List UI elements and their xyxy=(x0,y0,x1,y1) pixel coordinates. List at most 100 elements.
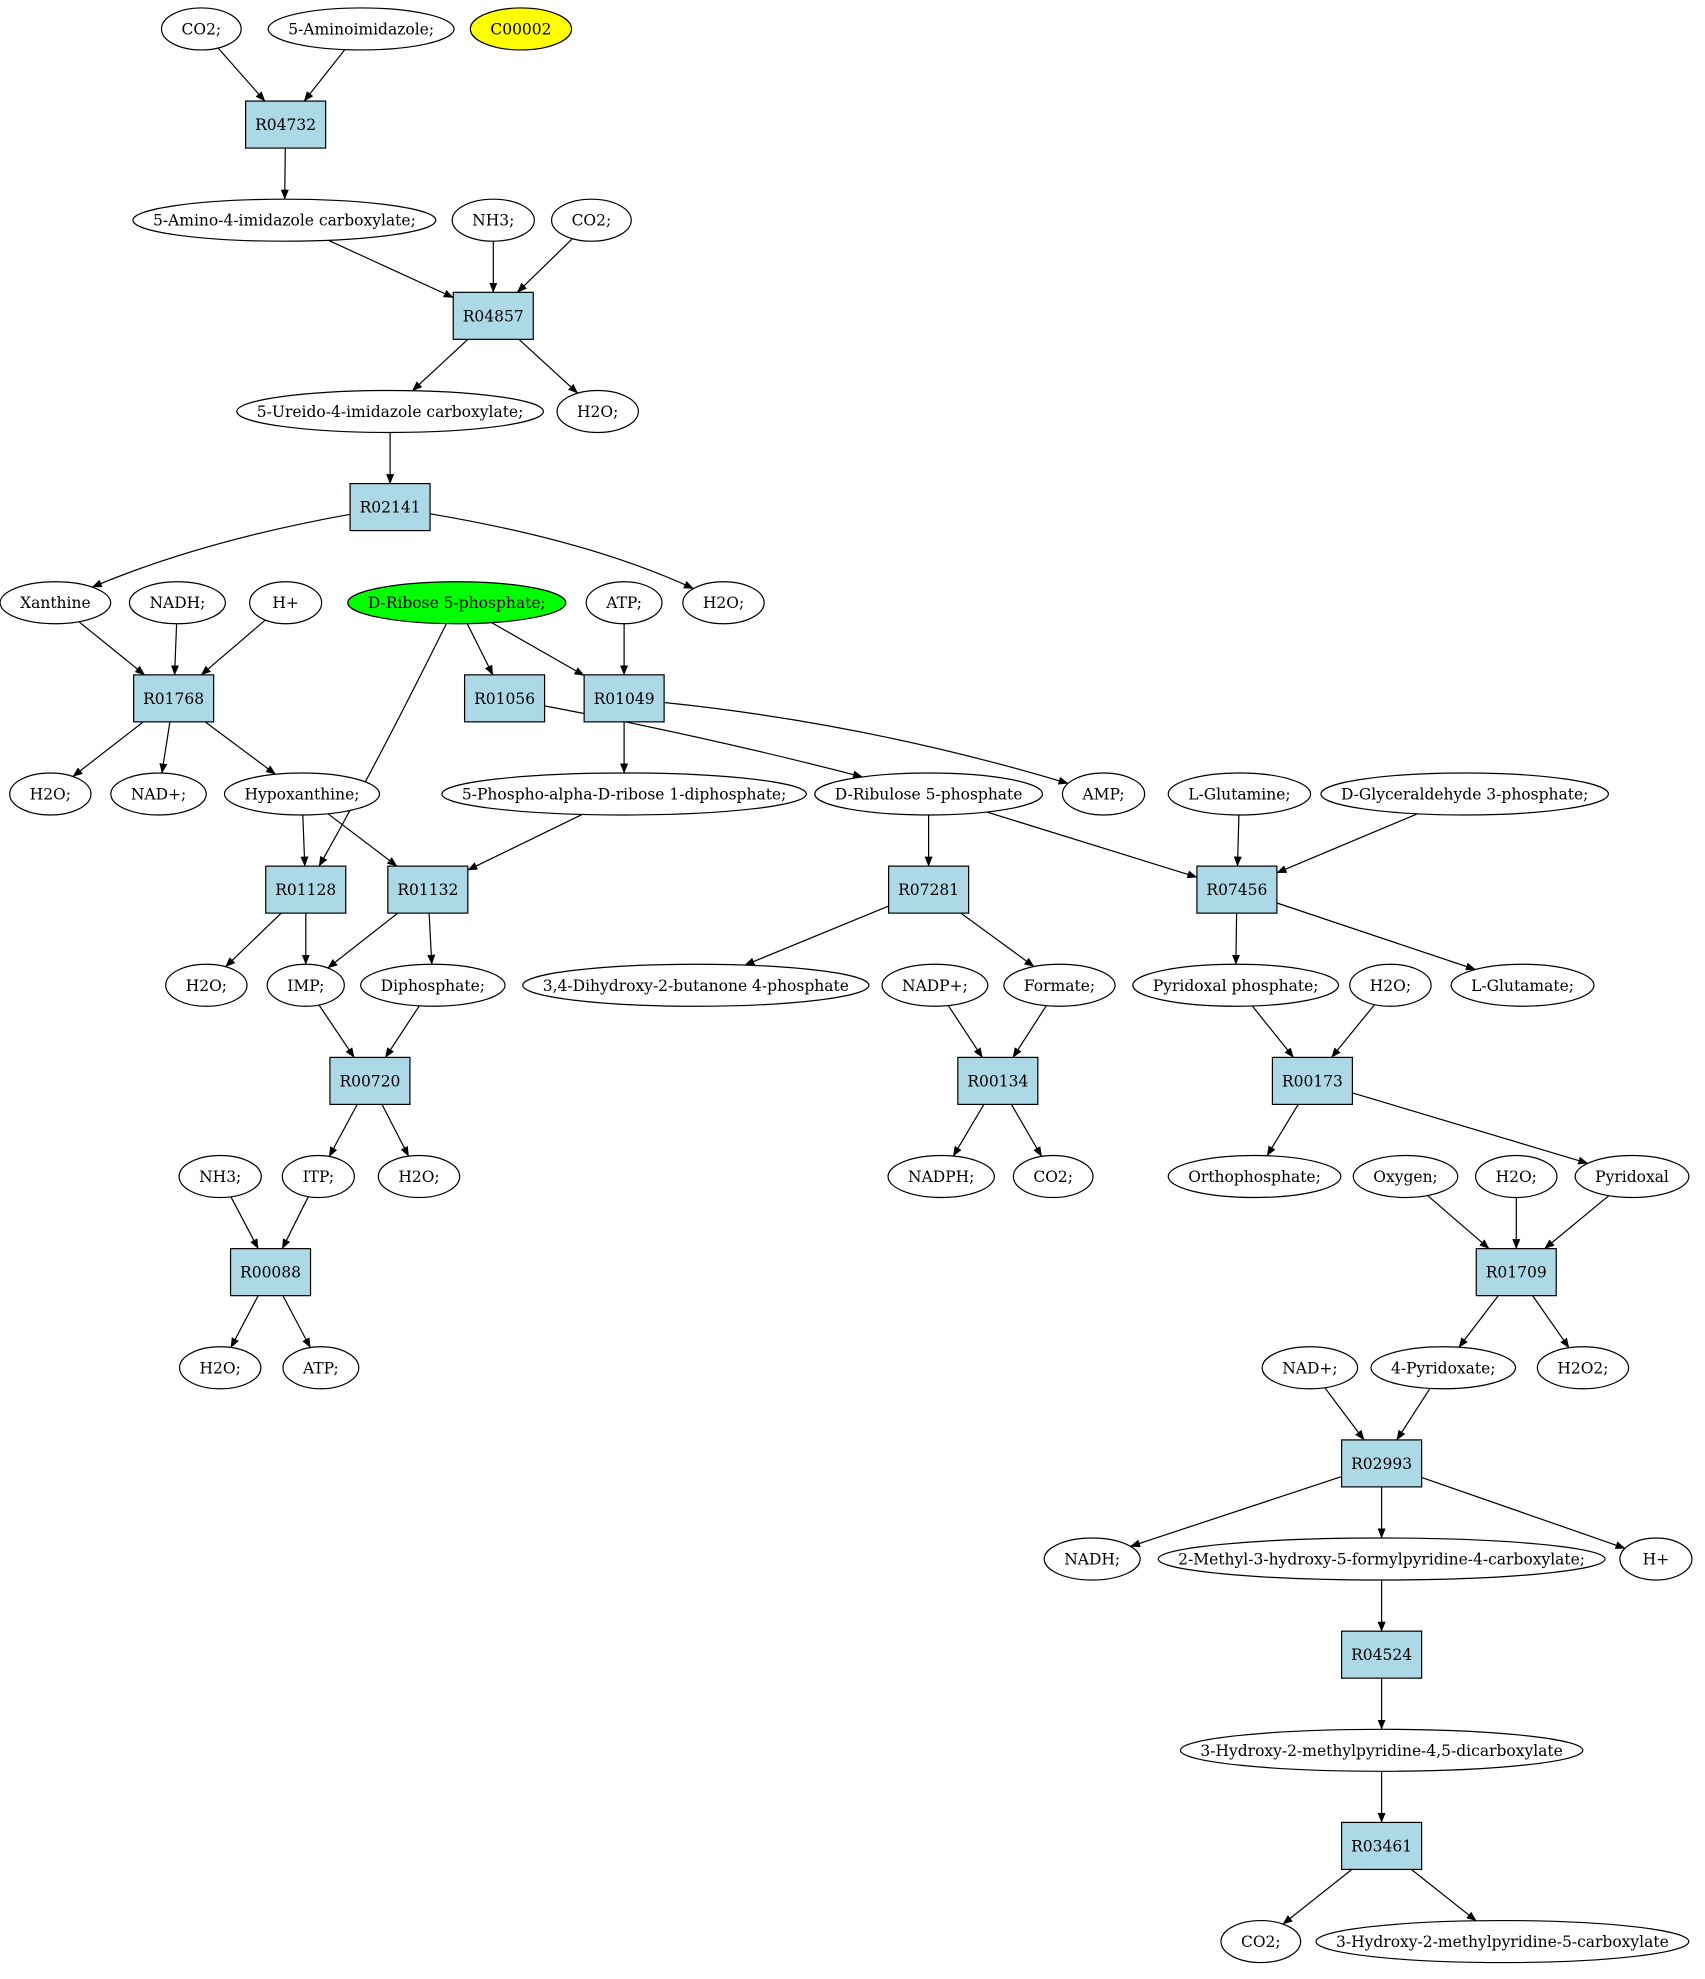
compound-ellipse xyxy=(682,581,765,625)
compound-node-nad[interactable]: NAD+; xyxy=(1261,1346,1359,1390)
node-label: CO2; xyxy=(182,20,222,38)
compound-node-nadp[interactable]: NADP+; xyxy=(881,963,989,1007)
reaction-node-r00720[interactable]: R00720 xyxy=(329,1056,411,1105)
compound-node-h2o[interactable]: H2O; xyxy=(1349,963,1432,1007)
compound-node-h2o[interactable]: H2O; xyxy=(377,1154,461,1199)
reaction-node-r04857[interactable]: R04857 xyxy=(452,291,534,340)
compound-node-atp[interactable]: ATP; xyxy=(585,581,663,625)
compound-node-3-hydroxy-2-methylpyridine-5-carboxylate[interactable]: 3-Hydroxy-2-methylpyridine-5-carboxylate xyxy=(1315,1919,1690,1964)
compound-node-orthophosphate[interactable]: Orthophosphate; xyxy=(1167,1154,1342,1199)
compound-node-nadph[interactable]: NADPH; xyxy=(887,1154,995,1199)
reaction-node-r04732[interactable]: R04732 xyxy=(245,100,327,149)
node-label: R01768 xyxy=(143,690,204,708)
reaction-node-r02993[interactable]: R02993 xyxy=(1341,1439,1423,1488)
compound-ellipse xyxy=(236,389,544,434)
reaction-node-r02141[interactable]: R02141 xyxy=(349,482,431,532)
compound-node-5-aminoimidazole[interactable]: 5-Aminoimidazole; xyxy=(267,7,455,51)
edge-r-r00088-to-c-h2o-h xyxy=(230,1295,259,1348)
reaction-box xyxy=(245,100,327,149)
compound-node-co2[interactable]: CO2; xyxy=(160,7,242,51)
compound-node-imp[interactable]: IMP; xyxy=(266,963,345,1007)
compound-node-3-hydroxy-2-methylpyridine-4-5-dicarboxylate[interactable]: 3-Hydroxy-2-methylpyridine-4,5-dicarboxy… xyxy=(1179,1728,1584,1772)
compound-node-3-4-dihydroxy-2-butanone-4-phosphate[interactable]: 3,4-Dihydroxy-2-butanone 4-phosphate xyxy=(522,963,870,1007)
node-label: Xanthine xyxy=(20,594,91,612)
node-label: H2O2; xyxy=(1557,1359,1608,1377)
node-label: AMP; xyxy=(1081,785,1124,803)
reaction-node-r01768[interactable]: R01768 xyxy=(133,674,215,723)
compound-node-atp[interactable]: ATP; xyxy=(282,1346,360,1390)
compound-node-pyridoxal-phosphate[interactable]: Pyridoxal phosphate; xyxy=(1132,963,1340,1007)
compound-node-h2o[interactable]: H2O; xyxy=(1474,1154,1558,1199)
compound-node-5-amino-4-imidazole-carboxylate[interactable]: 5-Amino-4-imidazole carboxylate; xyxy=(132,198,437,242)
compound-node-h2o2[interactable]: H2O2; xyxy=(1536,1346,1630,1390)
compound-ellipse xyxy=(1012,1154,1094,1199)
reaction-node-r07456[interactable]: R07456 xyxy=(1196,865,1278,914)
compound-ellipse xyxy=(178,1346,262,1390)
compound-node-h[interactable]: H+ xyxy=(249,581,323,625)
compound-node-nadh[interactable]: NADH; xyxy=(128,581,226,625)
compound-node-h2o[interactable]: H2O; xyxy=(682,581,765,625)
compound-node-nad[interactable]: NAD+; xyxy=(110,772,207,816)
compound-node-xanthine[interactable]: Xanthine xyxy=(0,581,112,625)
reaction-box xyxy=(888,865,970,914)
compound-ellipse xyxy=(1352,1154,1459,1199)
reaction-node-r00088[interactable]: R00088 xyxy=(229,1248,312,1297)
compound-node-l-glutamine[interactable]: L-Glutamine; xyxy=(1167,772,1312,816)
compound-node-4-pyridoxate[interactable]: 4-Pyridoxate; xyxy=(1370,1346,1517,1390)
compound-node-h2o[interactable]: H2O; xyxy=(165,963,248,1007)
compound-ellipse xyxy=(347,581,567,625)
compound-ellipse xyxy=(110,772,207,816)
compound-ellipse xyxy=(1474,1154,1558,1199)
compound-node-formate[interactable]: Formate; xyxy=(1003,963,1116,1007)
reaction-node-r01132[interactable]: R01132 xyxy=(387,865,469,914)
target-compound-node-c00002[interactable]: C00002 xyxy=(469,7,573,51)
compound-node-h2o[interactable]: H2O; xyxy=(556,389,639,434)
compound-ellipse xyxy=(1261,1346,1359,1390)
compound-ellipse xyxy=(881,963,989,1007)
compound-node-h2o[interactable]: H2O; xyxy=(178,1346,262,1390)
start-compound-node-d-ribose-5-phosphate[interactable]: D-Ribose 5-phosphate; xyxy=(347,581,567,625)
edge-c-ribose5p-to-r-r01128 xyxy=(318,623,447,867)
compound-node-l-glutamate[interactable]: L-Glutamate; xyxy=(1450,963,1595,1007)
reaction-node-r00173[interactable]: R00173 xyxy=(1271,1056,1354,1105)
node-label: H2O; xyxy=(1496,1168,1537,1186)
reaction-box xyxy=(1196,865,1278,914)
reaction-node-r07281[interactable]: R07281 xyxy=(888,865,970,914)
compound-node-hypoxanthine[interactable]: Hypoxanthine; xyxy=(223,772,381,816)
compound-node-d-ribulose-5-phosphate[interactable]: D-Ribulose 5-phosphate xyxy=(814,772,1044,816)
compound-node-d-glyceraldehyde-3-phosphate[interactable]: D-Glyceraldehyde 3-phosphate; xyxy=(1320,772,1609,816)
edge-c-g3p-to-r-r07456 xyxy=(1276,813,1418,874)
compound-node-itp[interactable]: ITP; xyxy=(281,1154,355,1199)
compound-ellipse xyxy=(377,1154,461,1199)
compound-node-co2[interactable]: CO2; xyxy=(1012,1154,1094,1199)
reaction-node-r01056[interactable]: R01056 xyxy=(463,674,546,723)
reaction-box xyxy=(452,291,534,340)
compound-node-nadh[interactable]: NADH; xyxy=(1043,1537,1141,1581)
compound-node-amp[interactable]: AMP; xyxy=(1061,772,1146,816)
node-label: NAD+; xyxy=(1282,1359,1337,1377)
compound-node-co2[interactable]: CO2; xyxy=(550,198,632,242)
reaction-box xyxy=(133,674,215,723)
compound-node-pyridoxal[interactable]: Pyridoxal xyxy=(1574,1154,1690,1199)
reaction-node-r04524[interactable]: R04524 xyxy=(1341,1630,1423,1679)
edge-c-pyridoxate-to-r-r02993 xyxy=(1396,1388,1431,1441)
compound-node-2-methyl-3-hydroxy-5-formylpyridine-4-carboxylate[interactable]: 2-Methyl-3-hydroxy-5-formylpyridine-4-ca… xyxy=(1157,1537,1606,1581)
compound-node-diphosphate[interactable]: Diphosphate; xyxy=(360,963,506,1007)
node-label: Diphosphate; xyxy=(381,977,485,995)
compound-node-5-ureido-4-imidazole-carboxylate[interactable]: 5-Ureido-4-imidazole carboxylate; xyxy=(236,389,544,434)
compound-ellipse xyxy=(1450,963,1595,1007)
reaction-node-r01128[interactable]: R01128 xyxy=(265,865,347,914)
reaction-node-r01049[interactable]: R01049 xyxy=(583,674,665,723)
compound-node-co2[interactable]: CO2; xyxy=(1220,1919,1302,1964)
reaction-node-r03461[interactable]: R03461 xyxy=(1341,1821,1423,1871)
node-label: H2O; xyxy=(200,1359,241,1377)
reaction-node-r00134[interactable]: R00134 xyxy=(957,1056,1039,1105)
reaction-node-r01709[interactable]: R01709 xyxy=(1475,1248,1557,1297)
compound-node-oxygen[interactable]: Oxygen; xyxy=(1352,1154,1459,1199)
compound-node-h2o[interactable]: H2O; xyxy=(9,772,92,816)
compound-ellipse xyxy=(814,772,1044,816)
compound-node-h[interactable]: H+ xyxy=(1619,1537,1693,1581)
compound-node-nh3[interactable]: NH3; xyxy=(178,1154,262,1199)
compound-node-5-phospho-alpha-d-ribose-1-diphosphate[interactable]: 5-Phospho-alpha-D-ribose 1-diphosphate; xyxy=(441,772,807,816)
compound-node-nh3[interactable]: NH3; xyxy=(451,198,535,242)
